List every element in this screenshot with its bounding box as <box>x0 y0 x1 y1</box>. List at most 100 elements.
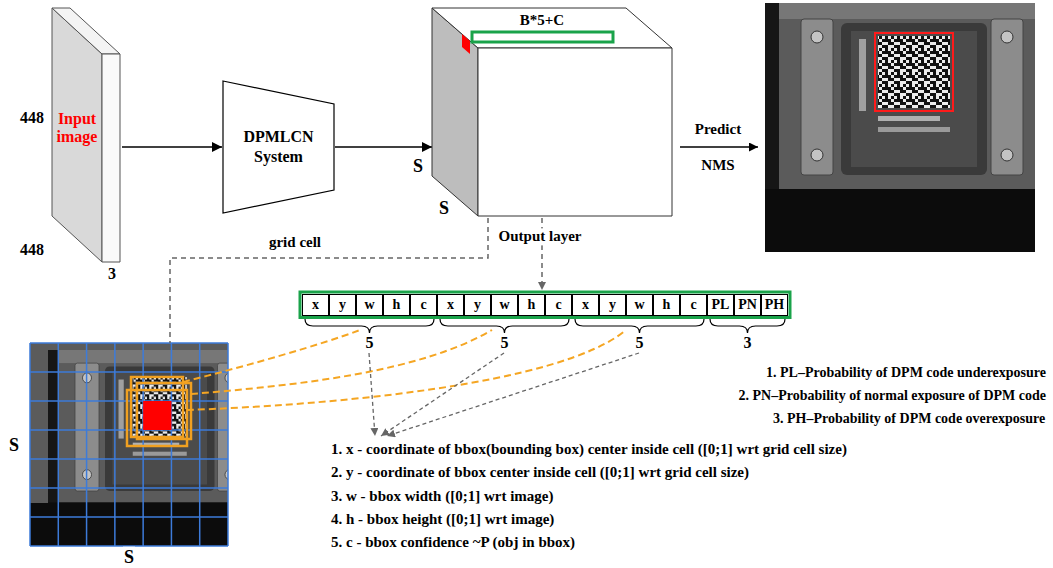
label-anchor: Output layer <box>498 228 583 245</box>
label-anchor: 5. c - bbox confidence ~P (obj in bbox) <box>330 534 576 551</box>
node-text: y <box>474 298 481 312</box>
label-anchor: NMS <box>700 157 735 174</box>
vector-cell: w <box>356 294 383 316</box>
definition-note: 4. h - bbox height ([0;1] wrt image) <box>330 511 555 528</box>
predict-arrow <box>680 146 758 148</box>
label-anchor: 448 <box>19 109 45 127</box>
node-text: x <box>312 298 319 312</box>
definition-note: 5. c - bbox confidence ~P (obj in bbox) <box>330 534 576 551</box>
vector-cell: x <box>572 294 599 316</box>
label-anchor: 2. PN–Probability of normal exposure of … <box>738 388 1047 404</box>
vector-cell: h <box>653 294 680 316</box>
vector-cell: c <box>410 294 437 316</box>
vector-cell: y <box>329 294 356 316</box>
dimension-label: S <box>412 156 424 177</box>
grid-photo <box>30 343 251 554</box>
label-anchor: Predict <box>694 121 742 138</box>
label-anchor: S <box>438 198 450 219</box>
node-text: DPMLCN System <box>235 127 323 167</box>
box-to-group-leaders <box>183 330 626 410</box>
node-text: c <box>555 298 561 312</box>
vector-cell: x <box>437 294 464 316</box>
result-photo <box>765 3 1035 252</box>
dimension-label: S <box>123 547 135 568</box>
label-anchor: S <box>8 435 20 456</box>
label-anchor: 1. PL–Probability of DPM code underexpos… <box>765 365 1047 381</box>
node-text: h <box>528 298 536 312</box>
vector-cell: PH <box>761 294 788 316</box>
dimension-label: 3 <box>107 265 117 283</box>
vector-cell: PL <box>707 294 734 316</box>
definition-note: 1. x - coordinate of bbox(bounding box) … <box>330 441 848 458</box>
node-text: y <box>339 298 346 312</box>
label-anchor: grid cell <box>268 234 322 251</box>
dimension-label: S <box>8 435 20 456</box>
input-image-slab: Input image <box>52 8 122 262</box>
arrow-label: NMS <box>700 157 735 174</box>
label-anchor: 2. y - coordinate of bbox center inside … <box>330 464 750 481</box>
detection-box <box>875 33 953 111</box>
dimension-label: 448 <box>19 241 45 259</box>
grid-cell-leader <box>170 218 488 343</box>
label-anchor: 1. x - coordinate of bbox(bounding box) … <box>330 441 848 458</box>
slab-side-face <box>102 54 120 262</box>
vector-cell: c <box>680 294 707 316</box>
node-text: PL <box>712 298 730 312</box>
node-text: y <box>609 298 616 312</box>
flow-arrow <box>335 146 432 148</box>
group-to-list-arrows <box>369 353 639 436</box>
vector-cell: c <box>545 294 572 316</box>
node-text: w <box>634 298 644 312</box>
network-trapezoid-shape <box>222 80 335 214</box>
vector-cell: h <box>383 294 410 316</box>
node-text: PH <box>765 298 784 312</box>
label-anchor: 448 <box>19 241 45 259</box>
label-anchor: 3. w - bbox width ([0;1] wrt image) <box>330 488 554 505</box>
label-anchor: S <box>412 156 424 177</box>
vector-cell: PN <box>734 294 761 316</box>
definition-note: 3. w - bbox width ([0;1] wrt image) <box>330 488 554 505</box>
node-text: Input image <box>52 110 102 147</box>
label-anchor: S <box>123 547 135 568</box>
label-anchor: 5 <box>500 334 510 352</box>
anchor-box <box>127 390 187 446</box>
label-anchor: 3 <box>743 334 753 352</box>
group-count: 3 <box>743 334 753 352</box>
definition-note: 2. y - coordinate of bbox center inside … <box>330 464 750 481</box>
grid-cell-marker <box>462 34 470 54</box>
vector-cell: y <box>599 294 626 316</box>
layer-caption: Output layer <box>498 228 583 245</box>
label-anchor: 5 <box>635 334 645 352</box>
node-text: h <box>663 298 671 312</box>
group-count: 5 <box>635 334 645 352</box>
node-text: w <box>364 298 374 312</box>
cube-front-face <box>478 48 672 216</box>
label-anchor: 3 <box>107 265 117 283</box>
anchor-box <box>131 377 183 437</box>
grid-cell-marker <box>143 401 171 430</box>
node-text: c <box>690 298 696 312</box>
dimension-label: S <box>438 198 450 219</box>
cell-vector-marker <box>472 32 613 42</box>
anchor-box <box>137 383 191 439</box>
vector-outline <box>300 292 790 318</box>
vector-cell: w <box>626 294 653 316</box>
group-braces <box>305 319 785 333</box>
node-text: B*5+C <box>508 11 576 29</box>
vector-cell: w <box>491 294 518 316</box>
vector-cell: y <box>464 294 491 316</box>
vector-cell: x <box>302 294 329 316</box>
node-text: x <box>582 298 589 312</box>
network-trapezoid: DPMLCN System <box>222 80 335 214</box>
node-text: PN <box>738 298 757 312</box>
grid-lines <box>30 343 228 546</box>
node-text: c <box>420 298 426 312</box>
label-anchor: 4. h - bbox height ([0;1] wrt image) <box>330 511 555 528</box>
dimension-label: 448 <box>19 109 45 127</box>
arrow-label: Predict <box>694 121 742 138</box>
definition-note: 1. PL–Probability of DPM code underexpos… <box>765 365 1047 381</box>
flow-arrow <box>122 146 222 148</box>
group-count: 5 <box>365 334 375 352</box>
definition-note: 2. PN–Probability of normal exposure of … <box>738 388 1047 404</box>
